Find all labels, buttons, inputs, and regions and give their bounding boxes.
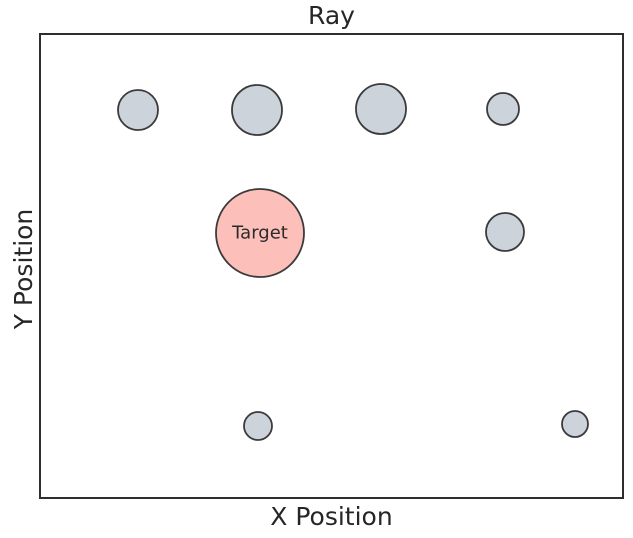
bubbles-layer: Target: [117, 83, 589, 441]
chart-title: Ray: [308, 1, 355, 30]
target-bubble-label: Target: [231, 223, 288, 244]
obstacle-bubble: [117, 89, 159, 131]
target-bubble: [215, 188, 305, 278]
axes-border: [39, 33, 624, 499]
obstacle-bubble: [485, 212, 525, 252]
x-axis-label: X Position: [270, 502, 393, 531]
obstacle-bubble: [355, 83, 407, 135]
obstacle-bubble: [231, 84, 283, 136]
obstacle-bubble: [243, 411, 273, 441]
y-axis-label: Y Position: [9, 208, 38, 330]
obstacle-bubble: [486, 92, 520, 126]
obstacle-bubble: [561, 410, 589, 438]
